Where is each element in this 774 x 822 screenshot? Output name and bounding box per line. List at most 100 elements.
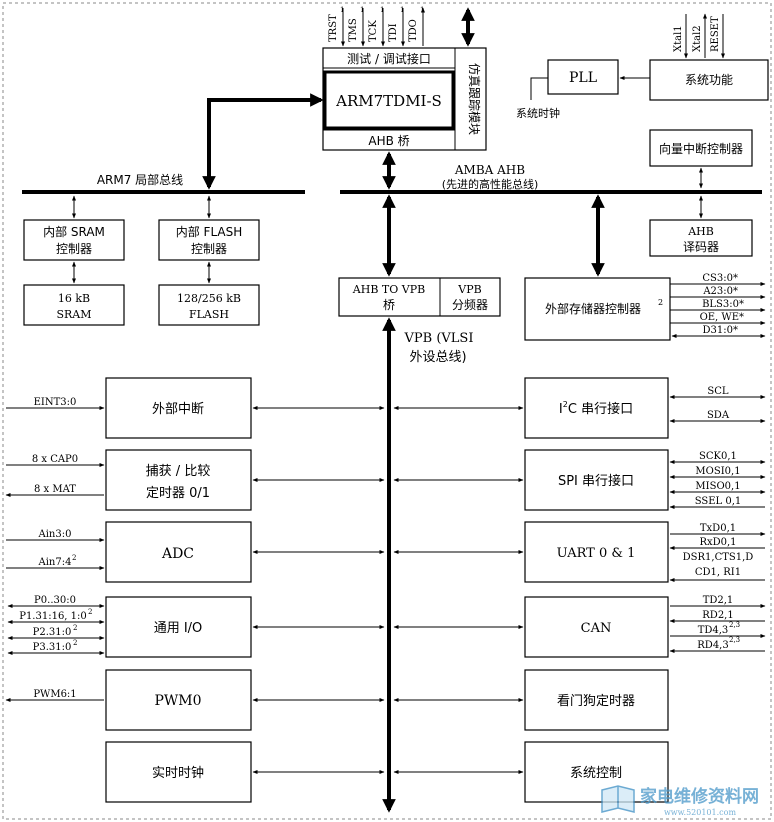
pll-label: PLL — [569, 70, 597, 86]
vic-box — [649, 129, 753, 167]
clock-section: PLL 系统功能 系统时钟 Xtal1 Xtal2 RESET — [516, 13, 769, 120]
ain-high-sup: 2 — [72, 554, 76, 562]
jtag-sup-3: 1 — [380, 6, 384, 14]
capture-label: 8 x CAP0 — [32, 454, 78, 465]
match-label: 8 x MAT — [34, 484, 76, 495]
local-bus-label: ARM7 局部总线 — [97, 172, 183, 187]
port2-sup: 2 — [73, 624, 77, 632]
system-control-label: 系统控制 — [570, 766, 622, 781]
spi-box — [524, 449, 669, 511]
external-memory-sup: 2 — [658, 298, 663, 307]
ain-low-label: Ain3:0 — [38, 529, 72, 540]
pwm-box — [105, 669, 252, 731]
rd4-sup: 2,3 — [729, 636, 740, 644]
test-debug-interface-label: 测试 / 调试接口 — [347, 51, 431, 66]
external-memory-controller-label: 外部存储器控制器 — [545, 301, 641, 316]
modem-signals-label-2: CD1, RI1 — [695, 567, 741, 578]
vpb-divider-label-1: VPB — [457, 283, 481, 296]
right-peripherals: I2C 串行接口 SPI 串行接口 UART 0 & 1 CAN 看门狗定时器 … — [393, 377, 766, 803]
port0-label: P0..30:0 — [34, 595, 76, 606]
external-memory-controller-box — [524, 277, 671, 341]
td2-label: TD2,1 — [703, 595, 734, 606]
jtag-sup-2: 1 — [360, 6, 364, 14]
modem-signals-label-1: DSR1,CTS1,D — [683, 552, 754, 563]
can-label: CAN — [581, 621, 612, 636]
ahb-vpb-label-2: 桥 — [383, 298, 395, 312]
sram-label: SRAM — [56, 308, 91, 321]
cpu-box — [323, 70, 455, 130]
timer-box — [105, 449, 252, 511]
eint-label: EINT3:0 — [34, 397, 77, 408]
cpu-local-bus-link — [202, 93, 324, 190]
port1-sup: 2 — [88, 608, 92, 616]
port1-label: P1.31:16, 1:0 — [19, 611, 87, 622]
td4-label: TD4,3 — [698, 625, 729, 636]
system-control-box — [524, 741, 669, 803]
rtc-box — [105, 741, 252, 803]
amba-ahb-sub-label: (先进的高性能总线) — [442, 177, 539, 191]
mosi-label: MOSI0,1 — [695, 466, 740, 477]
pwm-output-label: PWM6:1 — [33, 689, 76, 700]
port3-sup: 2 — [73, 639, 77, 647]
sram-controller-box — [23, 219, 125, 261]
watermark-url: www.520101.com — [664, 808, 737, 817]
txd-label: TxD0,1 — [700, 523, 736, 534]
ssel-label: SSEL 0,1 — [695, 496, 742, 507]
jtag-sup-1: 1 — [340, 6, 344, 14]
sram-size-label: 16 kB — [58, 292, 90, 305]
can-box — [524, 596, 669, 658]
left-peripherals: 外部中断 捕获 / 比较 定时器 0/1 ADC 通用 I/O PWM0 实时时… — [5, 377, 385, 803]
memory-section: 内部 SRAM 控制器 内部 FLASH 控制器 16 kB SRAM 128/… — [23, 195, 260, 326]
sck-label: SCK0,1 — [699, 451, 737, 462]
jtag-pins: TRST TMS TCK TDI TDO 1 1 1 1 1 — [328, 6, 475, 47]
amba-ahb-label: AMBA AHB — [454, 163, 525, 177]
miso-label: MISO0,1 — [695, 481, 740, 492]
vic-label: 向量中断控制器 — [659, 141, 743, 156]
flash-controller-label-2: 控制器 — [191, 242, 227, 256]
sram-controller-label-1: 内部 SRAM — [43, 224, 105, 239]
vpb-divider-label-2: 分频器 — [452, 298, 488, 312]
uart-box — [524, 521, 669, 583]
ahb-vpb-section: AHB TO VPB 桥 VPB 分频器 — [338, 194, 501, 317]
sda-label: SDA — [707, 410, 730, 421]
flash-label: FLASH — [189, 308, 229, 321]
jtag-sup-4: 1 — [400, 6, 404, 14]
ahb-vpb-label-1: AHB TO VPB — [352, 283, 425, 296]
ext-signal-address: A23:0* — [702, 286, 738, 297]
interrupt-section: 向量中断控制器 AHB 译码器 — [649, 129, 753, 257]
jtag-tck-label: TCK — [368, 20, 379, 42]
spi-label: SPI 串行接口 — [558, 473, 634, 489]
jtag-tms-label: TMS — [348, 18, 359, 42]
ext-signal-data: D31:0* — [703, 325, 738, 336]
timer-label-1: 捕获 / 比较 — [146, 463, 211, 479]
reset-label: RESET — [710, 16, 721, 52]
pwm-label: PWM0 — [154, 693, 201, 709]
flash-controller-label-1: 内部 FLASH — [176, 224, 243, 239]
rxd-label: RxD0,1 — [699, 537, 736, 548]
flash-controller-box — [158, 219, 260, 261]
uart-label: UART 0 & 1 — [557, 546, 636, 561]
flash-box — [158, 284, 260, 326]
jtag-sup-5: 1 — [420, 6, 424, 14]
jtag-tdo-label: TDO — [408, 19, 419, 42]
sram-controller-label-2: 控制器 — [56, 242, 92, 256]
jtag-tdi-label: TDI — [388, 23, 399, 42]
xtal1-label: Xtal1 — [673, 25, 684, 52]
ext-signal-oe-we: OE, WE* — [700, 312, 744, 323]
i2c-label: I2C 串行接口 — [559, 400, 633, 417]
ext-signal-bls: BLS3:0* — [702, 299, 744, 310]
ahb-decoder-label-1: AHB — [687, 225, 714, 238]
i2c-box — [524, 377, 669, 439]
ahb-vpb-bridge-box — [338, 277, 501, 317]
ain-high-label: Ain7:4 — [38, 557, 72, 568]
port2-label: P2.31:0 — [33, 627, 72, 638]
system-clock-label: 系统时钟 — [516, 106, 560, 120]
ext-signal-cs: CS3:0* — [702, 273, 738, 284]
pll-box — [547, 59, 619, 95]
watchdog-box — [524, 669, 669, 731]
vpb-bus-label-2: 外设总线) — [409, 350, 466, 365]
rtc-label: 实时时钟 — [152, 765, 204, 781]
timer-label-2: 定时器 0/1 — [146, 486, 210, 501]
ahb-decoder-label-2: 译码器 — [683, 240, 719, 254]
